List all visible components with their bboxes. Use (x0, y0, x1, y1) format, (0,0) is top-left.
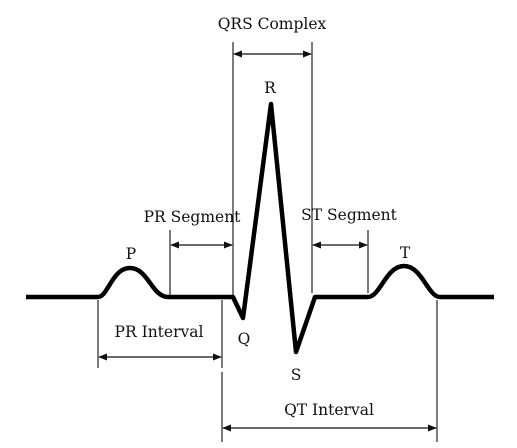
p-wave-label: P (126, 245, 136, 263)
qt-interval-label: QT Interval (284, 401, 374, 419)
st-segment-label: ST Segment (301, 206, 397, 224)
s-wave-label: S (291, 366, 302, 384)
pr-segment-label: PR Segment (144, 208, 242, 226)
q-wave-label: Q (238, 330, 251, 348)
ecg-waveform (26, 101, 494, 355)
r-wave-label: R (264, 79, 277, 97)
pr-interval-label: PR Interval (115, 323, 204, 341)
t-wave-label: T (400, 244, 411, 262)
qrs-complex-label: QRS Complex (218, 15, 327, 33)
